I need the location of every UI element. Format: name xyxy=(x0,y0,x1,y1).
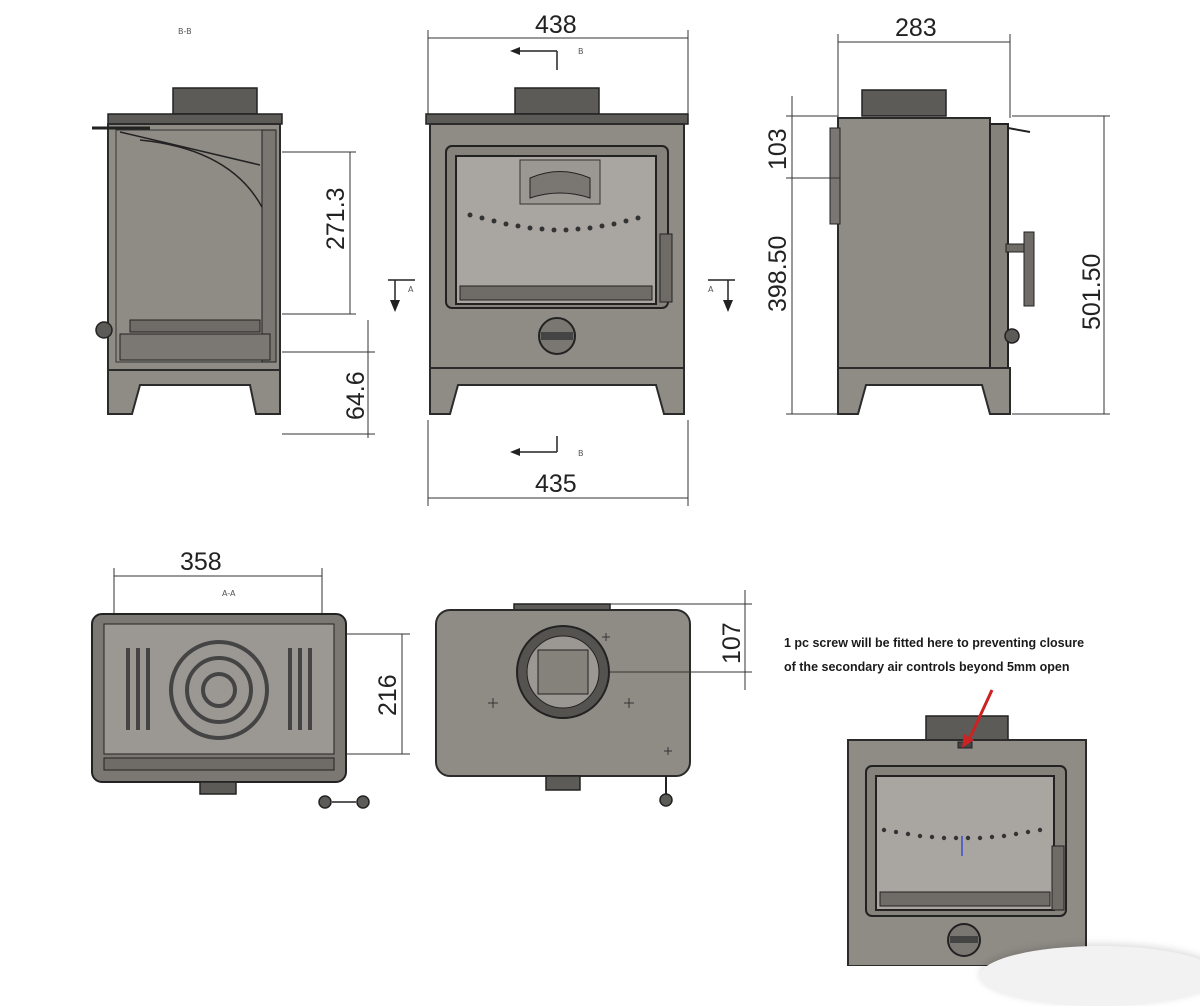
grate-pattern xyxy=(126,640,312,740)
air-holes xyxy=(467,212,641,233)
dim-501-50: 501.50 xyxy=(1078,254,1106,330)
stove-technical-drawing: B-B 271.3 64.6 xyxy=(91,11,1110,966)
dim-358: 358 xyxy=(180,548,222,576)
dim-leg-height: 64.6 xyxy=(282,320,375,438)
section-bb-label: B-B xyxy=(178,27,192,36)
dim-64-6: 64.6 xyxy=(342,371,370,420)
dim-438: 438 xyxy=(535,11,577,39)
detail-front-view xyxy=(847,689,1087,966)
corner-overlay xyxy=(980,946,1200,1006)
svg-text:B: B xyxy=(578,449,584,458)
section-marker-a-right: A xyxy=(708,279,735,312)
svg-text:B: B xyxy=(578,47,584,56)
dim-435: 435 xyxy=(535,470,577,498)
note-line-1: 1 pc screw will be fitted here to preven… xyxy=(784,636,1084,650)
dim-section-height: 271.3 xyxy=(282,151,356,315)
red-arrow xyxy=(966,689,994,743)
dim-216: 216 xyxy=(374,674,402,716)
stove-body-side xyxy=(837,117,991,369)
section-marker-a-left: A xyxy=(388,279,415,312)
dim-283: 283 xyxy=(895,14,937,42)
dim-103: 103 xyxy=(764,128,792,170)
note-line-2: of the secondary air controls beyond 5mm… xyxy=(784,660,1069,674)
section-aa-view: 358 A-A 216 xyxy=(91,548,410,809)
installation-note: 1 pc screw will be fitted here to preven… xyxy=(784,636,1084,674)
stove-legs xyxy=(107,369,281,415)
top-view: 107 xyxy=(435,590,752,807)
dim-398-50: 398.50 xyxy=(764,236,792,312)
stove-body-section xyxy=(107,123,281,371)
front-view: 438 B xyxy=(425,11,689,506)
flue-collar-front xyxy=(514,87,600,115)
dim-107: 107 xyxy=(718,622,746,664)
section-bb-view: B-B xyxy=(92,27,283,415)
svg-text:A: A xyxy=(408,285,414,294)
side-view: 283 103 398.50 501.50 xyxy=(764,14,1110,415)
top-plate xyxy=(107,113,283,125)
dim-271-3: 271.3 xyxy=(322,187,350,250)
section-aa-label: A-A xyxy=(222,589,236,598)
svg-text:A: A xyxy=(708,285,714,294)
flue-collar xyxy=(172,87,258,115)
